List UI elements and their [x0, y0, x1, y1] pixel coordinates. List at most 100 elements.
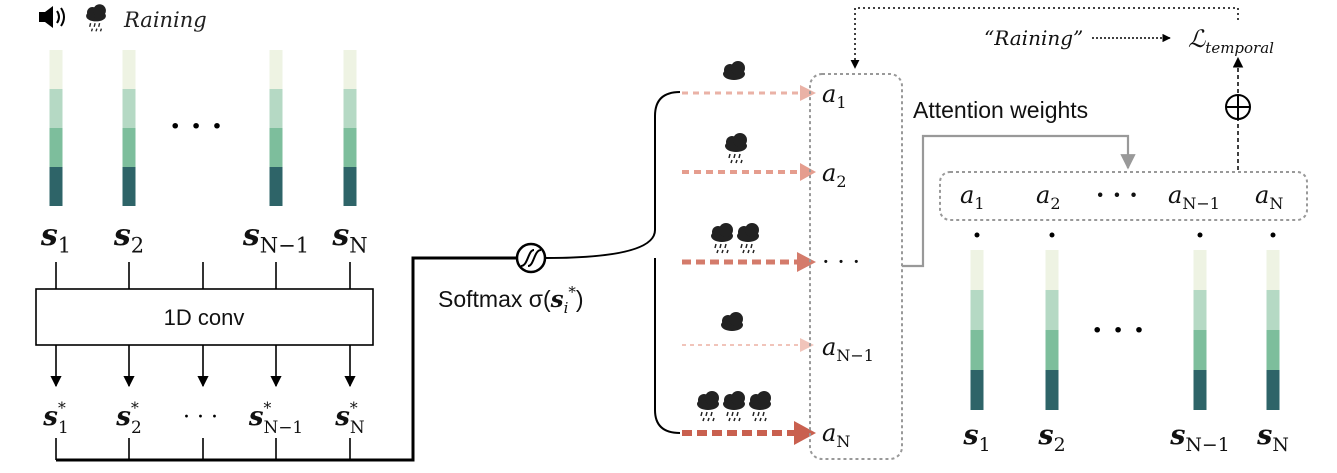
bar-segment [343, 128, 357, 167]
output-token-labels: s1 s2 sN−1 sN [962, 420, 1288, 456]
conv-input-lines [55, 262, 351, 289]
bar-segment [49, 128, 63, 167]
conv-output-labels: s*1 s*2 s*N−1 s*N [42, 399, 365, 437]
weights-row-labels: a1 a2 · · · aN−1 aN [960, 180, 1283, 213]
input-token-bars [49, 50, 357, 206]
dot-product-markers [974, 232, 1276, 238]
weighted-arrows [682, 85, 816, 445]
row-weight: · · · [1096, 180, 1138, 209]
rain-cloud-icon [86, 4, 106, 32]
attention-connector [902, 134, 1136, 268]
loss-quote: “Raining” [984, 26, 1083, 50]
token-bar [1045, 250, 1059, 410]
bar-segment [1045, 370, 1059, 410]
attention-weight: a2 [822, 159, 847, 191]
bar-segment [269, 128, 283, 167]
softmax-label: Softmax σ(si*) [438, 283, 584, 317]
row-weight: a1 [960, 181, 985, 213]
cloud-icon [723, 61, 745, 80]
bar-segment [1266, 370, 1280, 410]
token-bar [1193, 250, 1207, 410]
conv-output-ellipsis: · · · [183, 405, 218, 430]
token-bar [49, 50, 63, 206]
bar-segment [343, 50, 357, 89]
bar-segment [343, 89, 357, 128]
attention-weight: a1 [822, 80, 847, 112]
token-bar [1266, 250, 1280, 410]
bar-segment [1193, 370, 1207, 410]
bar-segment [1045, 290, 1059, 330]
softmax-node [515, 242, 547, 274]
row-weight: aN [1255, 181, 1283, 213]
feedback-loop [850, 7, 1239, 69]
token-bar [269, 50, 283, 206]
header-label: Raining [123, 8, 207, 32]
bar-segment [49, 167, 63, 206]
softmax-input-path [55, 256, 516, 462]
token-label: s1 [40, 218, 71, 258]
bar-segment [49, 89, 63, 128]
output-ellipsis: · · · [1092, 313, 1144, 348]
bar-segment [1266, 330, 1280, 370]
token-label: sN−1 [242, 218, 309, 258]
weights-row-box [939, 171, 1308, 221]
bar-segment [1266, 250, 1280, 290]
token-label: sN [1256, 420, 1289, 456]
attention-weight: aN−1 [822, 333, 874, 365]
bar-segment [122, 50, 136, 89]
attention-weights-title: Attention weights [913, 97, 1088, 123]
row-weight: a2 [1036, 181, 1061, 213]
bar-segment [122, 167, 136, 206]
input-ellipsis: · · · [170, 109, 222, 144]
loss-symbol: ℒtemporal [1188, 25, 1274, 57]
token-label: s*N−1 [248, 399, 303, 437]
token-label: s1 [962, 420, 990, 456]
heavy-rain-icon [711, 223, 733, 254]
bar-segment [269, 50, 283, 89]
speaker-icon [39, 6, 65, 28]
output-token-bars [970, 250, 1280, 410]
token-label: s*1 [42, 399, 68, 437]
bar-segment [1045, 250, 1059, 290]
bar-segment [343, 167, 357, 206]
bar-segment [1045, 330, 1059, 370]
rain-cloud-icon [725, 133, 747, 164]
conv-label: 1D conv [164, 305, 245, 330]
bar-segment [1193, 330, 1207, 370]
token-bar [970, 250, 984, 410]
bar-segment [1193, 290, 1207, 330]
conv-box [35, 288, 374, 346]
token-label: s*2 [115, 399, 141, 437]
bar-segment [970, 290, 984, 330]
token-label: s2 [113, 218, 144, 258]
heavy-rain-icon [737, 223, 759, 254]
bar-segment [122, 128, 136, 167]
token-label: s2 [1037, 420, 1065, 456]
row-weight: aN−1 [1168, 181, 1220, 213]
bar-segment [970, 370, 984, 410]
token-label: sN [331, 218, 367, 258]
attention-weight: · · · [822, 248, 860, 276]
bar-segment [1266, 290, 1280, 330]
attention-column-labels: a1 a2 · · · aN−1 aN [822, 80, 874, 451]
fanout-brace [544, 91, 681, 434]
conv-output-arrows [50, 345, 356, 388]
token-label: s*N [334, 399, 365, 437]
token-label: sN−1 [1169, 420, 1230, 456]
storm-rain-icon [697, 391, 719, 422]
bar-segment [49, 50, 63, 89]
token-bar [343, 50, 357, 206]
bar-segment [269, 89, 283, 128]
token-bar [122, 50, 136, 206]
bar-segment [122, 89, 136, 128]
storm-rain-icon [723, 391, 745, 422]
bar-segment [1193, 250, 1207, 290]
storm-rain-icon [749, 391, 771, 422]
cloud-icon [721, 312, 743, 331]
attention-column-box [809, 73, 903, 460]
bar-segment [970, 250, 984, 290]
input-token-labels: s1 s2 sN−1 sN [40, 218, 368, 258]
attention-weight: aN [822, 419, 850, 451]
bar-segment [970, 330, 984, 370]
